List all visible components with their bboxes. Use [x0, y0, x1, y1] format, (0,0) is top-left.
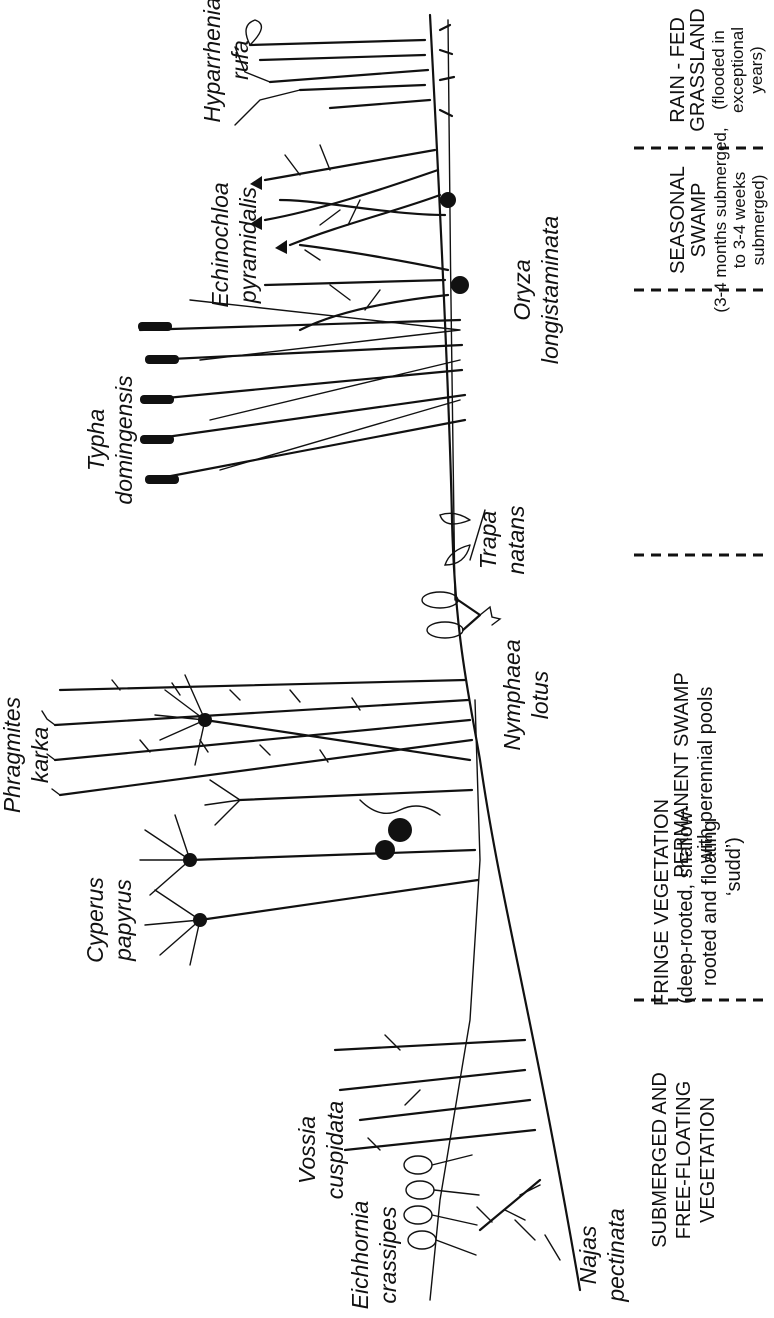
svg-text:SEASONAL: SEASONAL: [667, 166, 689, 274]
species-label-najas: Najas pectinata: [575, 1208, 629, 1302]
phragmites-plant-illustration: [42, 680, 472, 795]
svg-text:VEGETATION: VEGETATION: [697, 1097, 719, 1223]
typha-plant-illustration: [138, 300, 465, 484]
vossia-plant-illustration: [335, 1035, 535, 1150]
oryza-plant-illustration: [265, 245, 469, 330]
svg-text:SUBMERGED AND: SUBMERGED AND: [649, 1072, 671, 1248]
species-label-typha: Typha domingensis: [83, 375, 137, 505]
svg-text:domingensis: domingensis: [111, 375, 137, 505]
species-label-phragmites: Phragmites karka: [0, 696, 53, 813]
species-label-nymphaea: Nymphaea lotus: [499, 639, 553, 750]
svg-text:longistaminata: longistaminata: [537, 216, 563, 364]
svg-text:cuspidata: cuspidata: [322, 1101, 348, 1199]
svg-text:pectinata: pectinata: [603, 1208, 629, 1302]
svg-text:SWAMP: SWAMP: [688, 183, 710, 258]
svg-text:Eichhornia: Eichhornia: [347, 1201, 373, 1310]
zone-label-seasonal: SEASONAL SWAMP (3-4 months submerged, to…: [667, 127, 768, 312]
svg-text:rooted and floating: rooted and floating: [699, 820, 721, 986]
svg-text:lotus: lotus: [527, 670, 553, 719]
svg-text:‘sudd’): ‘sudd’): [723, 837, 745, 896]
najas-plant-illustration: [477, 1180, 560, 1260]
zone-label-submerged: SUBMERGED AND FREE-FLOATING VEGETATION: [649, 1072, 719, 1248]
svg-text:crassipes: crassipes: [375, 1206, 401, 1304]
eichhornia-plant-illustration: [404, 1155, 479, 1255]
svg-text:natans: natans: [503, 505, 529, 575]
svg-text:Oryza: Oryza: [509, 259, 535, 320]
svg-text:Typha: Typha: [83, 409, 109, 471]
svg-text:pyramidalis: pyramidalis: [235, 186, 261, 304]
svg-text:papyrus: papyrus: [110, 879, 136, 962]
svg-text:Phragmites: Phragmites: [0, 696, 25, 813]
svg-text:submerged): submerged): [749, 175, 768, 266]
species-label-hyparrhenia: Hyparrhenia rufa: [199, 0, 253, 123]
svg-text:(flooded in: (flooded in: [709, 30, 728, 109]
svg-text:Trapa: Trapa: [475, 511, 501, 569]
svg-text:exceptional: exceptional: [728, 27, 747, 113]
species-label-cyperus: Cyperus papyrus: [82, 877, 136, 963]
nymphaea-plant-illustration: [422, 592, 500, 638]
svg-text:FREE-FLOATING: FREE-FLOATING: [673, 1081, 695, 1240]
species-label-trapa: Trapa natans: [475, 505, 529, 575]
species-label-oryza: Oryza longistaminata: [509, 216, 563, 364]
species-label-vossia: Vossia cuspidata: [294, 1101, 348, 1199]
svg-text:karka: karka: [27, 727, 53, 783]
svg-text:to 3-4 weeks: to 3-4 weeks: [730, 172, 749, 268]
svg-text:GRASSLAND: GRASSLAND: [687, 8, 709, 131]
svg-text:Echinochloa: Echinochloa: [207, 182, 233, 307]
svg-text:Najas: Najas: [575, 1225, 601, 1284]
svg-text:Cyperus: Cyperus: [82, 877, 108, 963]
svg-text:RAIN - FED: RAIN - FED: [667, 17, 689, 123]
species-label-eichhornia: Eichhornia crassipes: [347, 1201, 401, 1310]
cyperus-plant-illustration: [140, 675, 478, 965]
hyparrhenia-plant-illustration: [235, 20, 454, 125]
echinochloa-plant-illustration: [250, 145, 456, 254]
svg-text:Hyparrhenia: Hyparrhenia: [199, 0, 225, 123]
svg-text:Vossia: Vossia: [294, 1116, 320, 1184]
svg-text:(3-4 months submerged,: (3-4 months submerged,: [711, 127, 730, 312]
svg-text:FRINGE VEGETATION: FRINGE VEGETATION: [651, 799, 673, 1006]
svg-text:years): years): [747, 46, 766, 93]
svg-text:(deep-rooted, shallow-: (deep-rooted, shallow-: [675, 805, 697, 1004]
svg-text:rufa: rufa: [227, 40, 253, 80]
species-label-echinochloa: Echinochloa pyramidalis: [207, 182, 261, 307]
zone-label-rain-fed: RAIN - FED GRASSLAND (flooded in excepti…: [667, 8, 766, 131]
svg-text:Nymphaea: Nymphaea: [499, 639, 525, 750]
